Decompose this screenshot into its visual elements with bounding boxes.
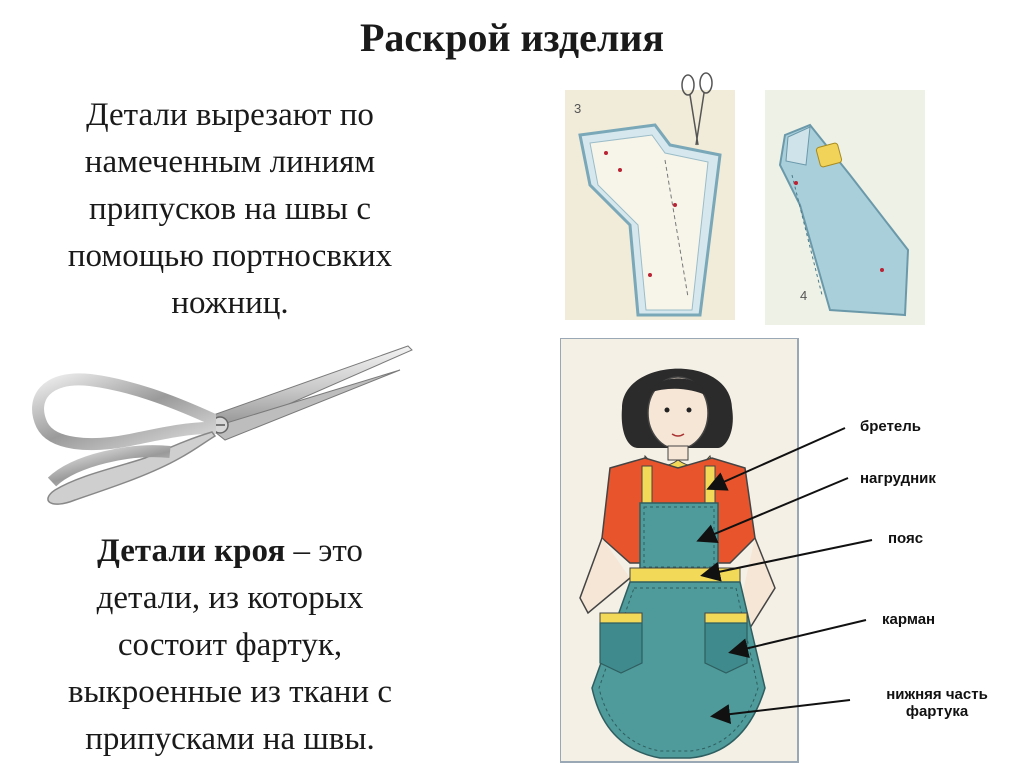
- label-bottom-line2: фартука: [905, 703, 969, 720]
- label-bib: нагрудник: [860, 470, 936, 487]
- definition-line: состоит фартук,: [117, 627, 343, 663]
- label-bottom-line1: нижняя часть: [886, 686, 988, 703]
- slide-title: Раскрой изделия: [359, 15, 665, 60]
- arrow-strap: [706, 427, 846, 491]
- cut-pieces-definition: Детали кроя – это детали, из которых сос…: [20, 528, 440, 763]
- cutting-description-line: ножниц.: [171, 285, 289, 321]
- definition-dash: – это: [285, 533, 363, 569]
- cutting-description-line: намеченным линиям: [84, 144, 376, 180]
- callout-arrows: [696, 427, 873, 725]
- definition-line: выкроенные из ткани с: [68, 674, 392, 710]
- arrow-bottom: [710, 699, 851, 725]
- apron-pocket-left: [599, 622, 643, 674]
- apron-pocket-right: [704, 622, 748, 674]
- tailor-scissors-image: [32, 345, 413, 505]
- arrow-belt: [700, 539, 873, 582]
- cutting-description-line: припусков на швы с: [89, 191, 371, 227]
- arrow-pocket: [728, 619, 867, 659]
- definition-term: Детали кроя: [97, 533, 286, 569]
- label-bottom: нижняя часть фартука: [862, 686, 1012, 720]
- cutting-steps-figure: 3 4: [565, 72, 925, 325]
- cutting-description: Детали вырезают по намеченным линиям при…: [20, 92, 440, 327]
- label-belt: пояс: [888, 530, 924, 547]
- apron-strap-left: [641, 465, 653, 509]
- arrow-bib: [696, 477, 849, 544]
- cutting-description-line: Детали вырезают по: [86, 97, 374, 133]
- cutting-description-line: помощью портносвких: [67, 238, 393, 274]
- definition-line: детали, из которых: [96, 580, 364, 616]
- label-pocket: карман: [882, 611, 936, 628]
- step-number-3: 3: [574, 101, 581, 116]
- label-strap: бретель: [860, 418, 922, 435]
- step-number-4: 4: [800, 288, 807, 303]
- definition-line: припусками на швы.: [85, 721, 375, 757]
- small-scissors-icon: [681, 72, 713, 146]
